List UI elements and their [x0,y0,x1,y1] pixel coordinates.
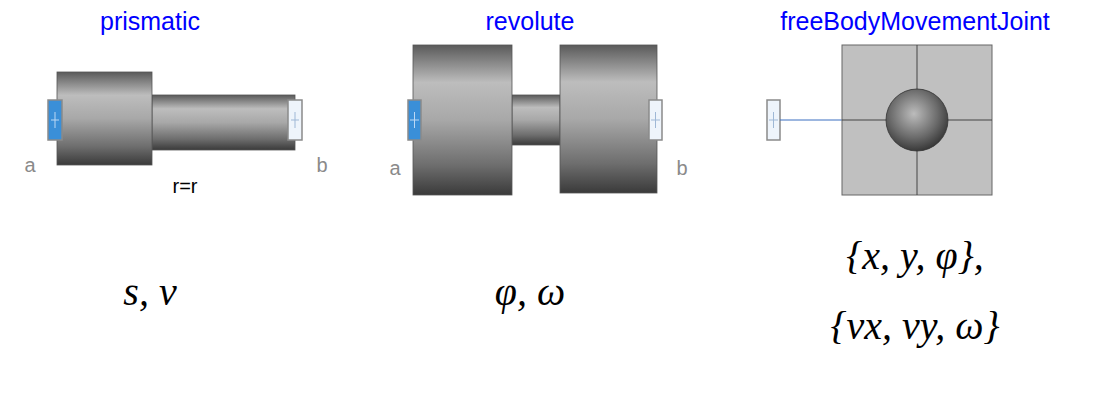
joint-icon-box: prismatic a b r=r [20,0,340,205]
state-variables: {x, y, φ}, [846,234,983,278]
joint-icon-box: freeBodyMovementJoint [750,0,1050,205]
port-label: a [24,154,35,176]
node-title: prismatic [100,8,200,36]
state-variables: φ, ω [495,270,565,314]
state-variables: s, v [123,270,176,314]
port-label: b [316,154,327,176]
port-label: a [389,157,400,179]
node-title: freeBodyMovementJoint [780,8,1050,36]
port-label: b [676,157,687,179]
parameter-label: r=r [173,175,198,197]
free-joint-icon [767,45,992,195]
node-title: revolute [486,8,575,36]
revolute-icon [408,45,662,195]
prismatic-icon [48,72,302,165]
joint-icon-box: revolute a b [380,0,700,205]
state-variables: {vx, vy, ω} [830,304,999,348]
